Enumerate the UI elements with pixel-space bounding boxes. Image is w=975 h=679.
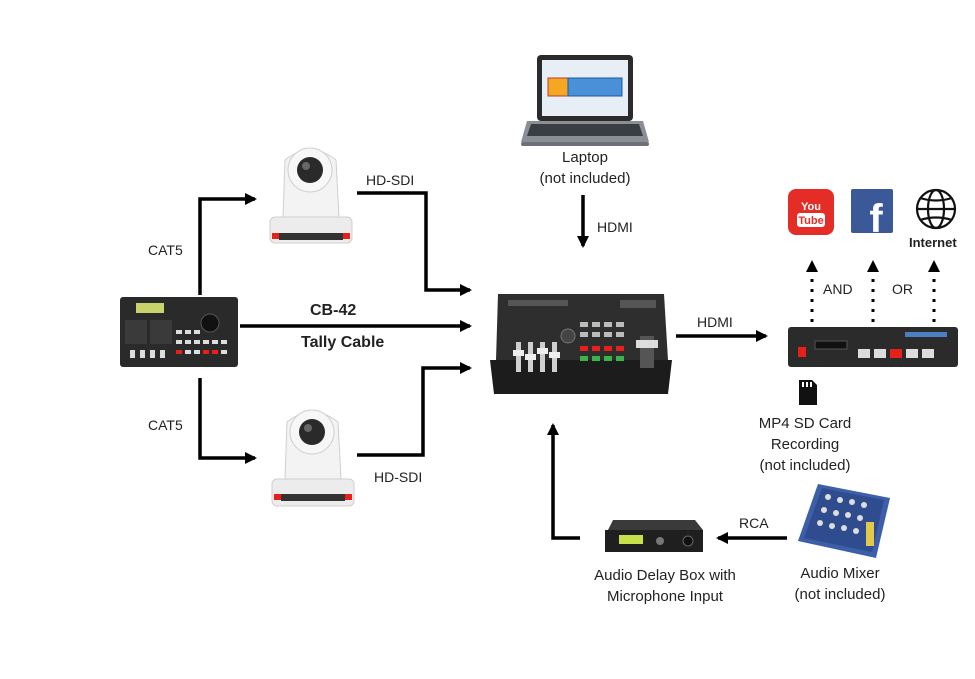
youtube-icon: You Tube <box>788 189 834 235</box>
recorder-label: MP4 SD Card Recording (not included) <box>740 413 870 476</box>
label-cb42: CB-42 <box>310 302 357 319</box>
cat5-bottom-line <box>198 378 257 464</box>
audio-mixer-label: Audio Mixer (not included) <box>775 563 905 605</box>
laptop-label-line1: Laptop <box>562 149 608 166</box>
label-hdsdi-bottom: HD-SDI <box>374 469 423 485</box>
label-or: OR <box>892 281 913 297</box>
audio-mixer-image <box>798 484 890 558</box>
globe-icon <box>915 188 957 230</box>
audio-mixer-label-line1: Audio Mixer <box>800 565 880 582</box>
audio-delay-label-line2: Microphone Input <box>607 588 723 605</box>
laptop-label-line2: (not included) <box>539 170 631 187</box>
ptz-camera-bottom <box>271 409 355 507</box>
audio-return-line <box>547 423 580 540</box>
recorder-label-line3: (not included) <box>759 457 851 474</box>
svg-text:You: You <box>801 201 821 213</box>
label-cat5-top: CAT5 <box>148 242 183 258</box>
audio-mixer-label-line2: (not included) <box>794 586 886 603</box>
audio-delay-label: Audio Delay Box with Microphone Input <box>570 565 760 607</box>
recorder-label-line2: Recording <box>770 436 840 453</box>
audio-delay-label-line1: Audio Delay Box with <box>594 567 736 584</box>
laptop-label: Laptop (not included) <box>525 147 645 189</box>
hdsdi-bottom-line <box>357 362 472 457</box>
recorder-label-line1: MP4 SD Card <box>758 415 852 432</box>
sd-card-icon <box>799 380 817 405</box>
label-and: AND <box>823 281 853 297</box>
label-hdsdi-top: HD-SDI <box>366 172 415 188</box>
cat5-top-line <box>198 193 257 295</box>
label-hdmi-out: HDMI <box>697 314 733 330</box>
svg-text:f: f <box>869 197 883 241</box>
label-tally-cable: Tally Cable <box>301 334 385 351</box>
video-switcher-image <box>490 294 672 394</box>
laptop-image <box>521 55 649 146</box>
svg-text:Tube: Tube <box>798 215 823 227</box>
label-internet: Internet <box>909 235 957 250</box>
facebook-icon: f <box>851 189 893 241</box>
camera-controller-image <box>120 297 238 367</box>
label-hdmi-laptop: HDMI <box>597 219 633 235</box>
sd-recorder-image <box>788 327 958 367</box>
label-rca: RCA <box>739 515 769 531</box>
ptz-camera-top <box>269 147 353 244</box>
label-cat5-bottom: CAT5 <box>148 417 183 433</box>
audio-delay-box-image <box>605 520 703 552</box>
hdsdi-top-line <box>357 191 472 296</box>
